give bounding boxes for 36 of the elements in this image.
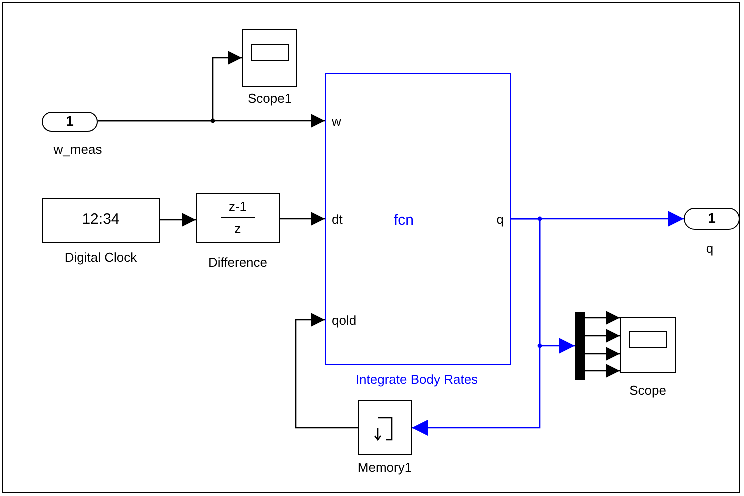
inport-block	[42, 112, 98, 132]
block-label: Scope	[630, 384, 666, 397]
port-label: dt	[332, 213, 343, 226]
mux-bar	[575, 312, 585, 380]
signal-arrow	[585, 364, 620, 378]
block-label: q	[706, 242, 714, 255]
signal-arrow	[98, 114, 325, 128]
difference-block	[196, 193, 280, 243]
function-block	[325, 73, 511, 365]
port-label: w	[332, 115, 342, 128]
signal-arrow	[280, 212, 325, 226]
block-label: Memory1	[358, 461, 412, 474]
signal-arrow	[160, 213, 196, 227]
digital-clock-block	[42, 198, 160, 243]
port-label: q	[496, 213, 504, 226]
signal-arrow	[412, 218, 541, 436]
port-number: 1	[708, 211, 716, 227]
denominator: z	[234, 222, 242, 236]
numerator: z-1	[220, 200, 256, 218]
block-label: Scope1	[248, 92, 292, 105]
block-label: Integrate Body Rates	[356, 373, 478, 386]
signal-arrow	[295, 313, 358, 429]
block-label: w_meas	[54, 143, 102, 156]
outport-block	[684, 208, 740, 230]
signal-arrow	[585, 311, 620, 325]
function-name: fcn	[394, 213, 414, 228]
port-number: 1	[66, 114, 74, 130]
block-label: Difference	[208, 256, 268, 269]
signal-arrow	[585, 347, 620, 361]
scope-block	[242, 29, 297, 87]
clock-display: 12:34	[82, 212, 120, 229]
signal-arrow	[585, 329, 620, 343]
scope-block	[620, 317, 676, 373]
memory-block	[358, 400, 412, 455]
block-label: Digital Clock	[64, 251, 138, 264]
port-label: qold	[332, 314, 357, 327]
